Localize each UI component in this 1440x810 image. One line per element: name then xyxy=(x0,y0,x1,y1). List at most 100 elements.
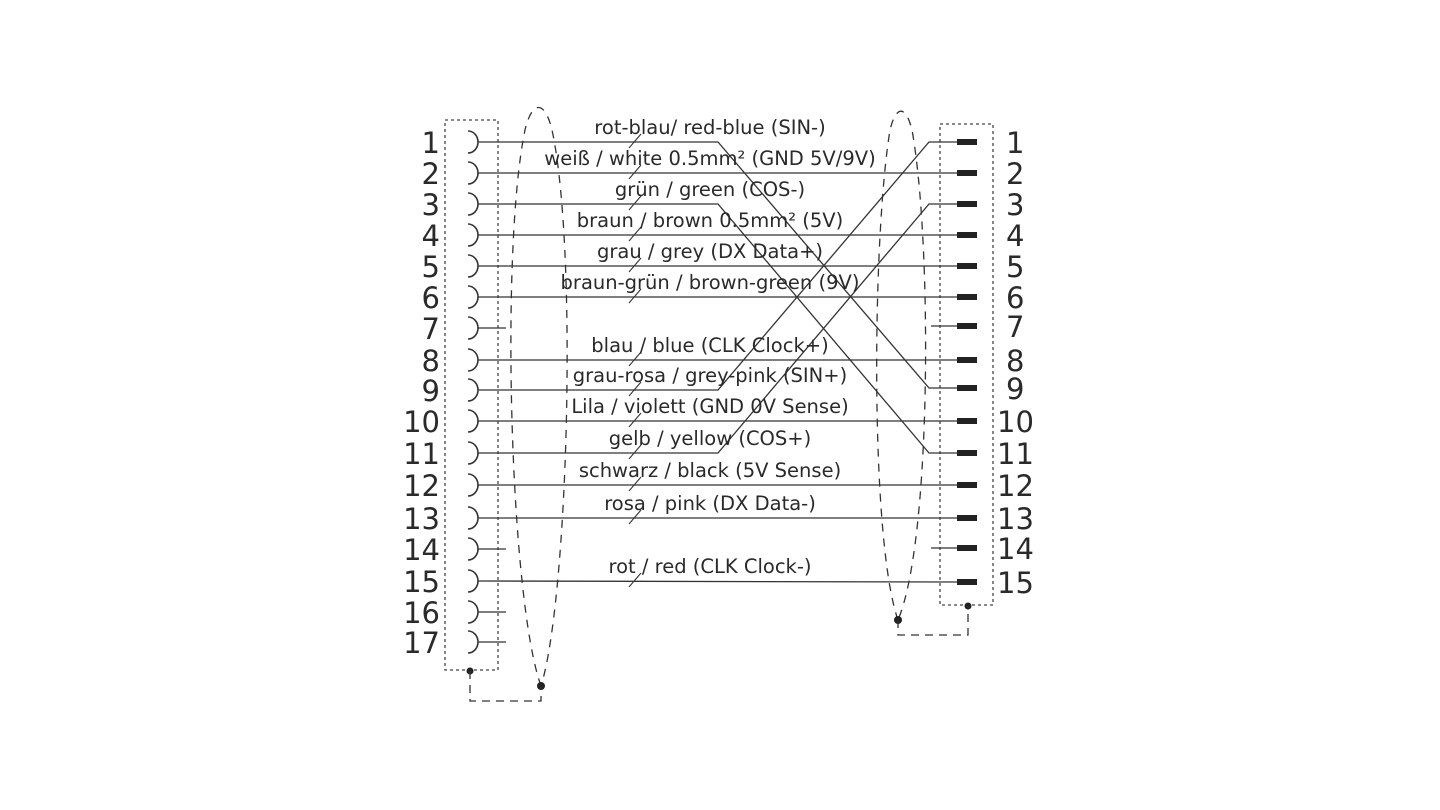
left-pin-6: 6 xyxy=(422,281,479,315)
socket-contact-icon xyxy=(467,630,479,654)
wire-marker xyxy=(628,412,642,428)
left-pin-number: 8 xyxy=(422,344,440,378)
right-pin-15: 15 xyxy=(957,566,1034,600)
left-pin-number: 6 xyxy=(422,281,440,315)
left-pin-number: 14 xyxy=(403,533,440,567)
left-pin-14: 14 xyxy=(403,533,506,567)
wire-label: gelb / yellow (COS+) xyxy=(609,427,811,450)
socket-contact-icon xyxy=(467,473,479,497)
wire-15-to-15 xyxy=(477,580,958,583)
right-pin-number: 12 xyxy=(997,469,1034,503)
right-pin-1: 1 xyxy=(957,126,1024,160)
left-pin-number: 7 xyxy=(422,312,440,346)
pin-contact-icon xyxy=(957,450,977,456)
pin-contact-icon xyxy=(957,579,977,585)
right-pin-10: 10 xyxy=(957,405,1034,439)
wire-label: blau / blue (CLK Clock+) xyxy=(591,334,828,357)
left-pin-1: 1 xyxy=(422,126,479,160)
wire-marker xyxy=(628,476,642,492)
pin-contact-icon xyxy=(957,323,977,329)
socket-contact-icon xyxy=(467,569,479,593)
left-pin-number: 15 xyxy=(403,565,440,599)
right-pin-14: 14 xyxy=(931,532,1034,566)
left-pin-16: 16 xyxy=(403,596,506,630)
right-pin-number: 11 xyxy=(997,437,1034,471)
left-pin-2: 2 xyxy=(422,157,479,191)
right-pin-number: 2 xyxy=(1006,157,1024,191)
left-pin-number: 3 xyxy=(422,188,440,222)
right-pin-number: 1 xyxy=(1006,126,1024,160)
left-pin-7: 7 xyxy=(422,312,506,346)
right-pin-number: 3 xyxy=(1006,188,1024,222)
right-pin-4: 4 xyxy=(957,219,1024,253)
socket-contact-icon xyxy=(467,348,479,372)
wire-marker xyxy=(628,195,642,211)
wire-marker xyxy=(628,288,642,304)
left-pin-number: 12 xyxy=(403,469,440,503)
pin-contact-icon xyxy=(957,482,977,488)
right-pin-3: 3 xyxy=(957,188,1024,222)
wire-marker xyxy=(628,164,642,180)
wire-marker xyxy=(628,509,642,525)
socket-contact-icon xyxy=(467,537,479,561)
wire-marker xyxy=(628,381,642,397)
left-pin-number: 5 xyxy=(422,250,440,284)
socket-contact-icon xyxy=(467,161,479,185)
right-pin-number: 10 xyxy=(997,405,1034,439)
socket-contact-icon xyxy=(467,192,479,216)
left-pin-10: 10 xyxy=(403,405,479,439)
wire-label: rot / red (CLK Clock-) xyxy=(609,555,812,578)
socket-contact-icon xyxy=(467,441,479,465)
wire-label: rot-blau/ red-blue (SIN-) xyxy=(594,116,825,139)
socket-contact-icon xyxy=(467,285,479,309)
left-pin-3: 3 xyxy=(422,188,479,222)
right-pin-6: 6 xyxy=(957,281,1024,315)
left-pin-number: 16 xyxy=(403,596,440,630)
left-pin-number: 1 xyxy=(422,126,440,160)
right-pin-number: 15 xyxy=(997,566,1034,600)
right-pin-number: 14 xyxy=(997,532,1034,566)
left-pin-number: 2 xyxy=(422,157,440,191)
pin-contact-icon xyxy=(957,515,977,521)
socket-contact-icon xyxy=(467,254,479,278)
wire-labels: rot-blau/ red-blue (SIN-) weiß / white 0.… xyxy=(544,116,875,578)
wire-9-to-1 xyxy=(478,141,957,391)
socket-contact-icon xyxy=(467,378,479,402)
socket-contact-icon xyxy=(467,409,479,433)
left-pin-13: 13 xyxy=(403,502,479,536)
wire-label: braun-grün / brown-green (9V) xyxy=(561,271,860,294)
right-pin-number: 9 xyxy=(1006,372,1024,406)
wire-marker xyxy=(628,572,642,588)
left-pin-number: 13 xyxy=(403,502,440,536)
wire-marker xyxy=(628,257,642,273)
right-pin-number: 6 xyxy=(1006,281,1024,315)
left-pin-5: 5 xyxy=(422,250,479,284)
wire-label: grau-rosa / grey-pink (SIN+) xyxy=(573,364,847,387)
right-pin-13: 13 xyxy=(957,502,1034,536)
left-pin-number: 10 xyxy=(403,405,440,439)
right-pin-7: 7 xyxy=(931,310,1024,344)
wire-label: weiß / white 0.5mm² (GND 5V/9V) xyxy=(544,147,875,170)
wire-label: Lila / violett (GND 0V Sense) xyxy=(571,395,848,418)
wire-label: rosa / pink (DX Data-) xyxy=(604,492,816,515)
right-pin-2: 2 xyxy=(957,157,1024,191)
left-shield-loop xyxy=(510,107,568,687)
right-pin-number: 7 xyxy=(1006,310,1024,344)
right-shield-loop xyxy=(876,110,927,621)
left-drain-wire xyxy=(469,671,542,702)
wire-marker xyxy=(628,226,642,242)
left-pin-number: 4 xyxy=(422,219,440,253)
left-pin-9: 9 xyxy=(422,374,479,408)
socket-contact-icon xyxy=(467,506,479,530)
left-pin-12: 12 xyxy=(403,469,479,503)
wire-marker xyxy=(628,133,642,149)
pin-contact-icon xyxy=(957,232,977,238)
wire-label: schwarz / black (5V Sense) xyxy=(579,459,841,482)
right-pin-8: 8 xyxy=(957,344,1024,378)
pin-contact-icon xyxy=(957,418,977,424)
left-pin-4: 4 xyxy=(422,219,479,253)
left-pin-8: 8 xyxy=(422,344,479,378)
